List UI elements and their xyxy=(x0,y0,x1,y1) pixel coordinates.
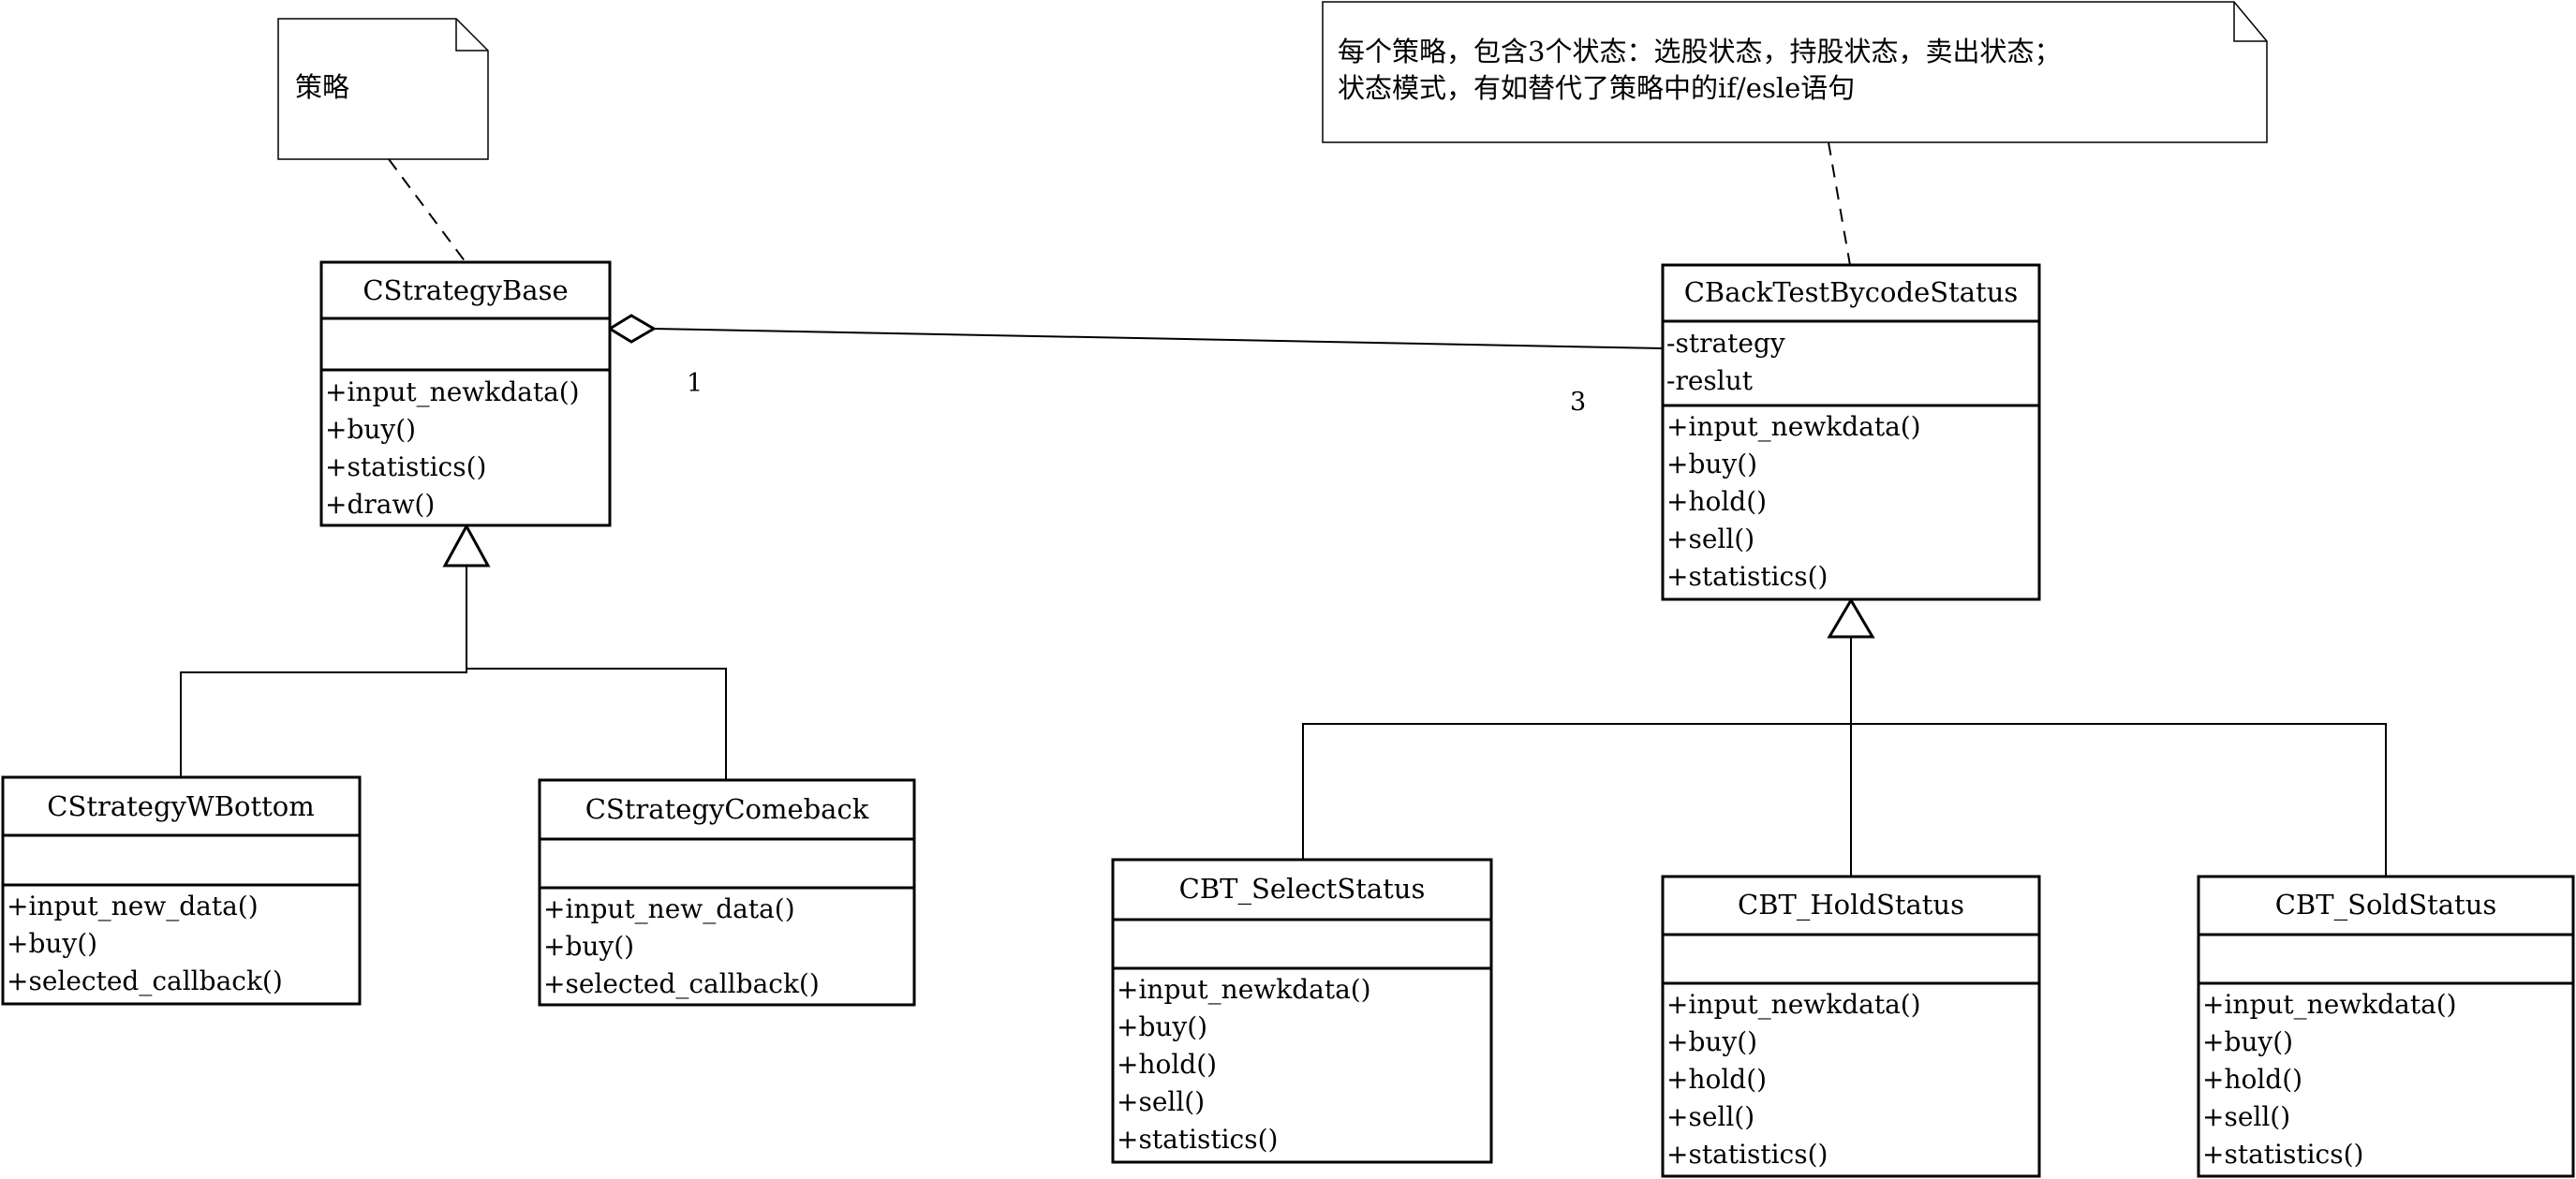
strategy-note-text: 策略 xyxy=(295,71,349,103)
method: +statistics() xyxy=(1666,561,1828,592)
select-inheritance-line xyxy=(1302,723,2387,877)
class-name: CStrategyComeback xyxy=(585,793,869,825)
strategy-note[interactable]: 策略 xyxy=(277,18,489,160)
method: +buy() xyxy=(1666,1026,1757,1057)
strategy-base-inheritance-arrow xyxy=(442,523,491,567)
method: +buy() xyxy=(2202,1026,2293,1057)
method: +input_newkdata() xyxy=(325,376,580,407)
method: +sell() xyxy=(1666,523,1754,554)
attribute: -strategy xyxy=(1666,328,1785,359)
attribute: -reslut xyxy=(1666,365,1754,396)
multiplicity-1: 1 xyxy=(687,369,703,398)
method: +buy() xyxy=(543,931,634,962)
method: +statistics() xyxy=(1666,1139,1828,1170)
method: +sell() xyxy=(2202,1101,2290,1132)
class-name: CBackTestBycodeStatus xyxy=(1684,276,2019,308)
method: +hold() xyxy=(1666,1064,1767,1095)
class-name: CBT_SelectStatus xyxy=(1179,873,1426,906)
class-cstrategybase[interactable]: CStrategyBase +input_newkdata() +buy() +… xyxy=(319,260,612,527)
method: +statistics() xyxy=(1117,1124,1278,1155)
class-name: CBT_HoldStatus xyxy=(1738,889,1964,921)
class-name: CStrategyBase xyxy=(363,274,568,306)
class-cbt-soldstatus[interactable]: CBT_SoldStatus +input_newkdata() +buy() … xyxy=(2197,875,2575,1178)
method: +selected_callback() xyxy=(543,968,820,999)
method: +draw() xyxy=(325,489,435,520)
class-name: CStrategyWBottom xyxy=(47,790,314,822)
method: +input_newkdata() xyxy=(1117,974,1371,1005)
class-cbt-selectstatus[interactable]: CBT_SelectStatus +input_newkdata() +buy(… xyxy=(1111,858,1493,1164)
status-base-inheritance-arrow xyxy=(1827,597,1875,639)
status-note-anchor xyxy=(1828,141,1851,266)
method: +hold() xyxy=(2202,1064,2302,1095)
method: +buy() xyxy=(325,414,416,445)
method: +buy() xyxy=(7,928,97,959)
class-cbacktestbycodestatus[interactable]: CBackTestBycodeStatus -strategy -reslut … xyxy=(1661,263,2041,601)
method: +buy() xyxy=(1117,1011,1207,1042)
method: +statistics() xyxy=(2202,1139,2363,1170)
method: +hold() xyxy=(1117,1049,1217,1080)
status-note[interactable]: 每个策略，包含3个状态：选股状态，持股状态，卖出状态； 状态模式，有如替代了策略… xyxy=(1322,1,2268,143)
status-note-line-2: 状态模式，有如替代了策略中的if/esle语句 xyxy=(1338,72,1855,104)
class-cbt-holdstatus[interactable]: CBT_HoldStatus +input_newkdata() +buy() … xyxy=(1661,875,2041,1178)
method: +input_new_data() xyxy=(7,891,259,921)
method: +statistics() xyxy=(325,451,486,482)
strategy-note-anchor xyxy=(388,158,466,263)
method: +sell() xyxy=(1117,1086,1205,1117)
class-cstrategywbottom[interactable]: CStrategyWBottom +input_new_data() +buy(… xyxy=(1,775,362,1006)
class-cstrategycomeback[interactable]: CStrategyComeback +input_new_data() +buy… xyxy=(538,778,916,1007)
method: +input_new_data() xyxy=(543,893,795,924)
aggregation-diamond xyxy=(607,314,657,344)
multiplicity-3: 3 xyxy=(1570,388,1586,417)
aggregation-line xyxy=(653,328,1664,349)
method: +selected_callback() xyxy=(7,965,283,996)
method: +input_newkdata() xyxy=(1666,411,1921,442)
status-note-line-1: 每个策略，包含3个状态：选股状态，持股状态，卖出状态； xyxy=(1338,36,2061,67)
method: +sell() xyxy=(1666,1101,1754,1132)
method: +buy() xyxy=(1666,449,1757,479)
wbottom-inheritance-line xyxy=(180,566,467,777)
method: +hold() xyxy=(1666,486,1767,517)
comeback-inheritance-line xyxy=(466,668,727,780)
method: +input_newkdata() xyxy=(2202,989,2457,1020)
class-name: CBT_SoldStatus xyxy=(2275,889,2497,921)
method: +input_newkdata() xyxy=(1666,989,1921,1020)
